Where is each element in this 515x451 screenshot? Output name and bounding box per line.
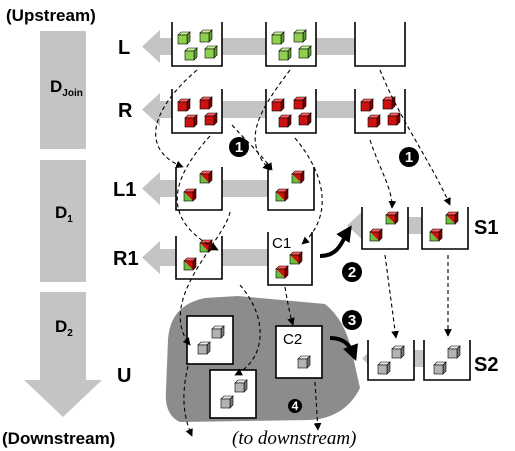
svg-text:4: 4	[292, 399, 299, 413]
row-label-r1: R1	[113, 248, 139, 270]
bucket-l-1	[171, 22, 223, 67]
timeline-arrow	[24, 31, 102, 417]
bucket-r-1	[171, 89, 223, 134]
node-label-c2: C2	[283, 331, 302, 348]
svg-text:2: 2	[348, 264, 356, 281]
svg-text:1: 1	[235, 139, 243, 156]
curved-arrow-3	[329, 336, 358, 361]
row-label-r: R	[118, 100, 133, 122]
bucket-s2-2	[423, 340, 471, 381]
svg-text:3: 3	[348, 312, 356, 329]
bucket-s2-1	[367, 340, 415, 381]
bucket-r1-c1: C1	[267, 232, 313, 286]
bucket-l1-1	[175, 167, 223, 211]
phase-d-1: D1	[55, 203, 73, 225]
bucket-l1-2	[267, 167, 315, 211]
curved-arrow-2	[319, 225, 352, 258]
node-label-c1: C1	[272, 235, 291, 252]
bucket-s1-2	[421, 207, 469, 250]
svg-text:1: 1	[405, 149, 413, 166]
step-badge-1b: 1	[399, 147, 419, 167]
bucket-l-3	[354, 22, 406, 67]
bucket-u-c2: C2	[275, 325, 323, 379]
to-downstream-note: (to downstream)	[232, 428, 356, 449]
row-label-u: U	[117, 365, 131, 387]
upstream-label: (Upstream)	[6, 6, 96, 25]
row-label-l1: L1	[113, 179, 136, 201]
bucket-r-3	[354, 89, 406, 134]
bucket-l-2	[265, 22, 317, 67]
downstream-label: (Downstream)	[2, 429, 115, 448]
phase-d-2: D2	[55, 317, 73, 339]
bucket-r-2	[265, 89, 317, 134]
bucket-u-1	[186, 315, 234, 365]
row-label-s1: S1	[474, 217, 498, 239]
bucket-r1-1	[175, 236, 223, 280]
step-badge-3: 3	[342, 310, 362, 330]
phase-d-join: DJoin	[50, 77, 83, 99]
flow-arrows	[155, 69, 452, 437]
step-badge-4: 4	[288, 399, 302, 413]
step-badge-2: 2	[342, 262, 362, 282]
bucket-s1-1	[361, 207, 409, 250]
row-label-l: L	[118, 37, 130, 59]
step-badge-1a: 1	[229, 137, 249, 157]
row-label-s2: S2	[474, 354, 498, 376]
bucket-u-2	[209, 369, 257, 419]
